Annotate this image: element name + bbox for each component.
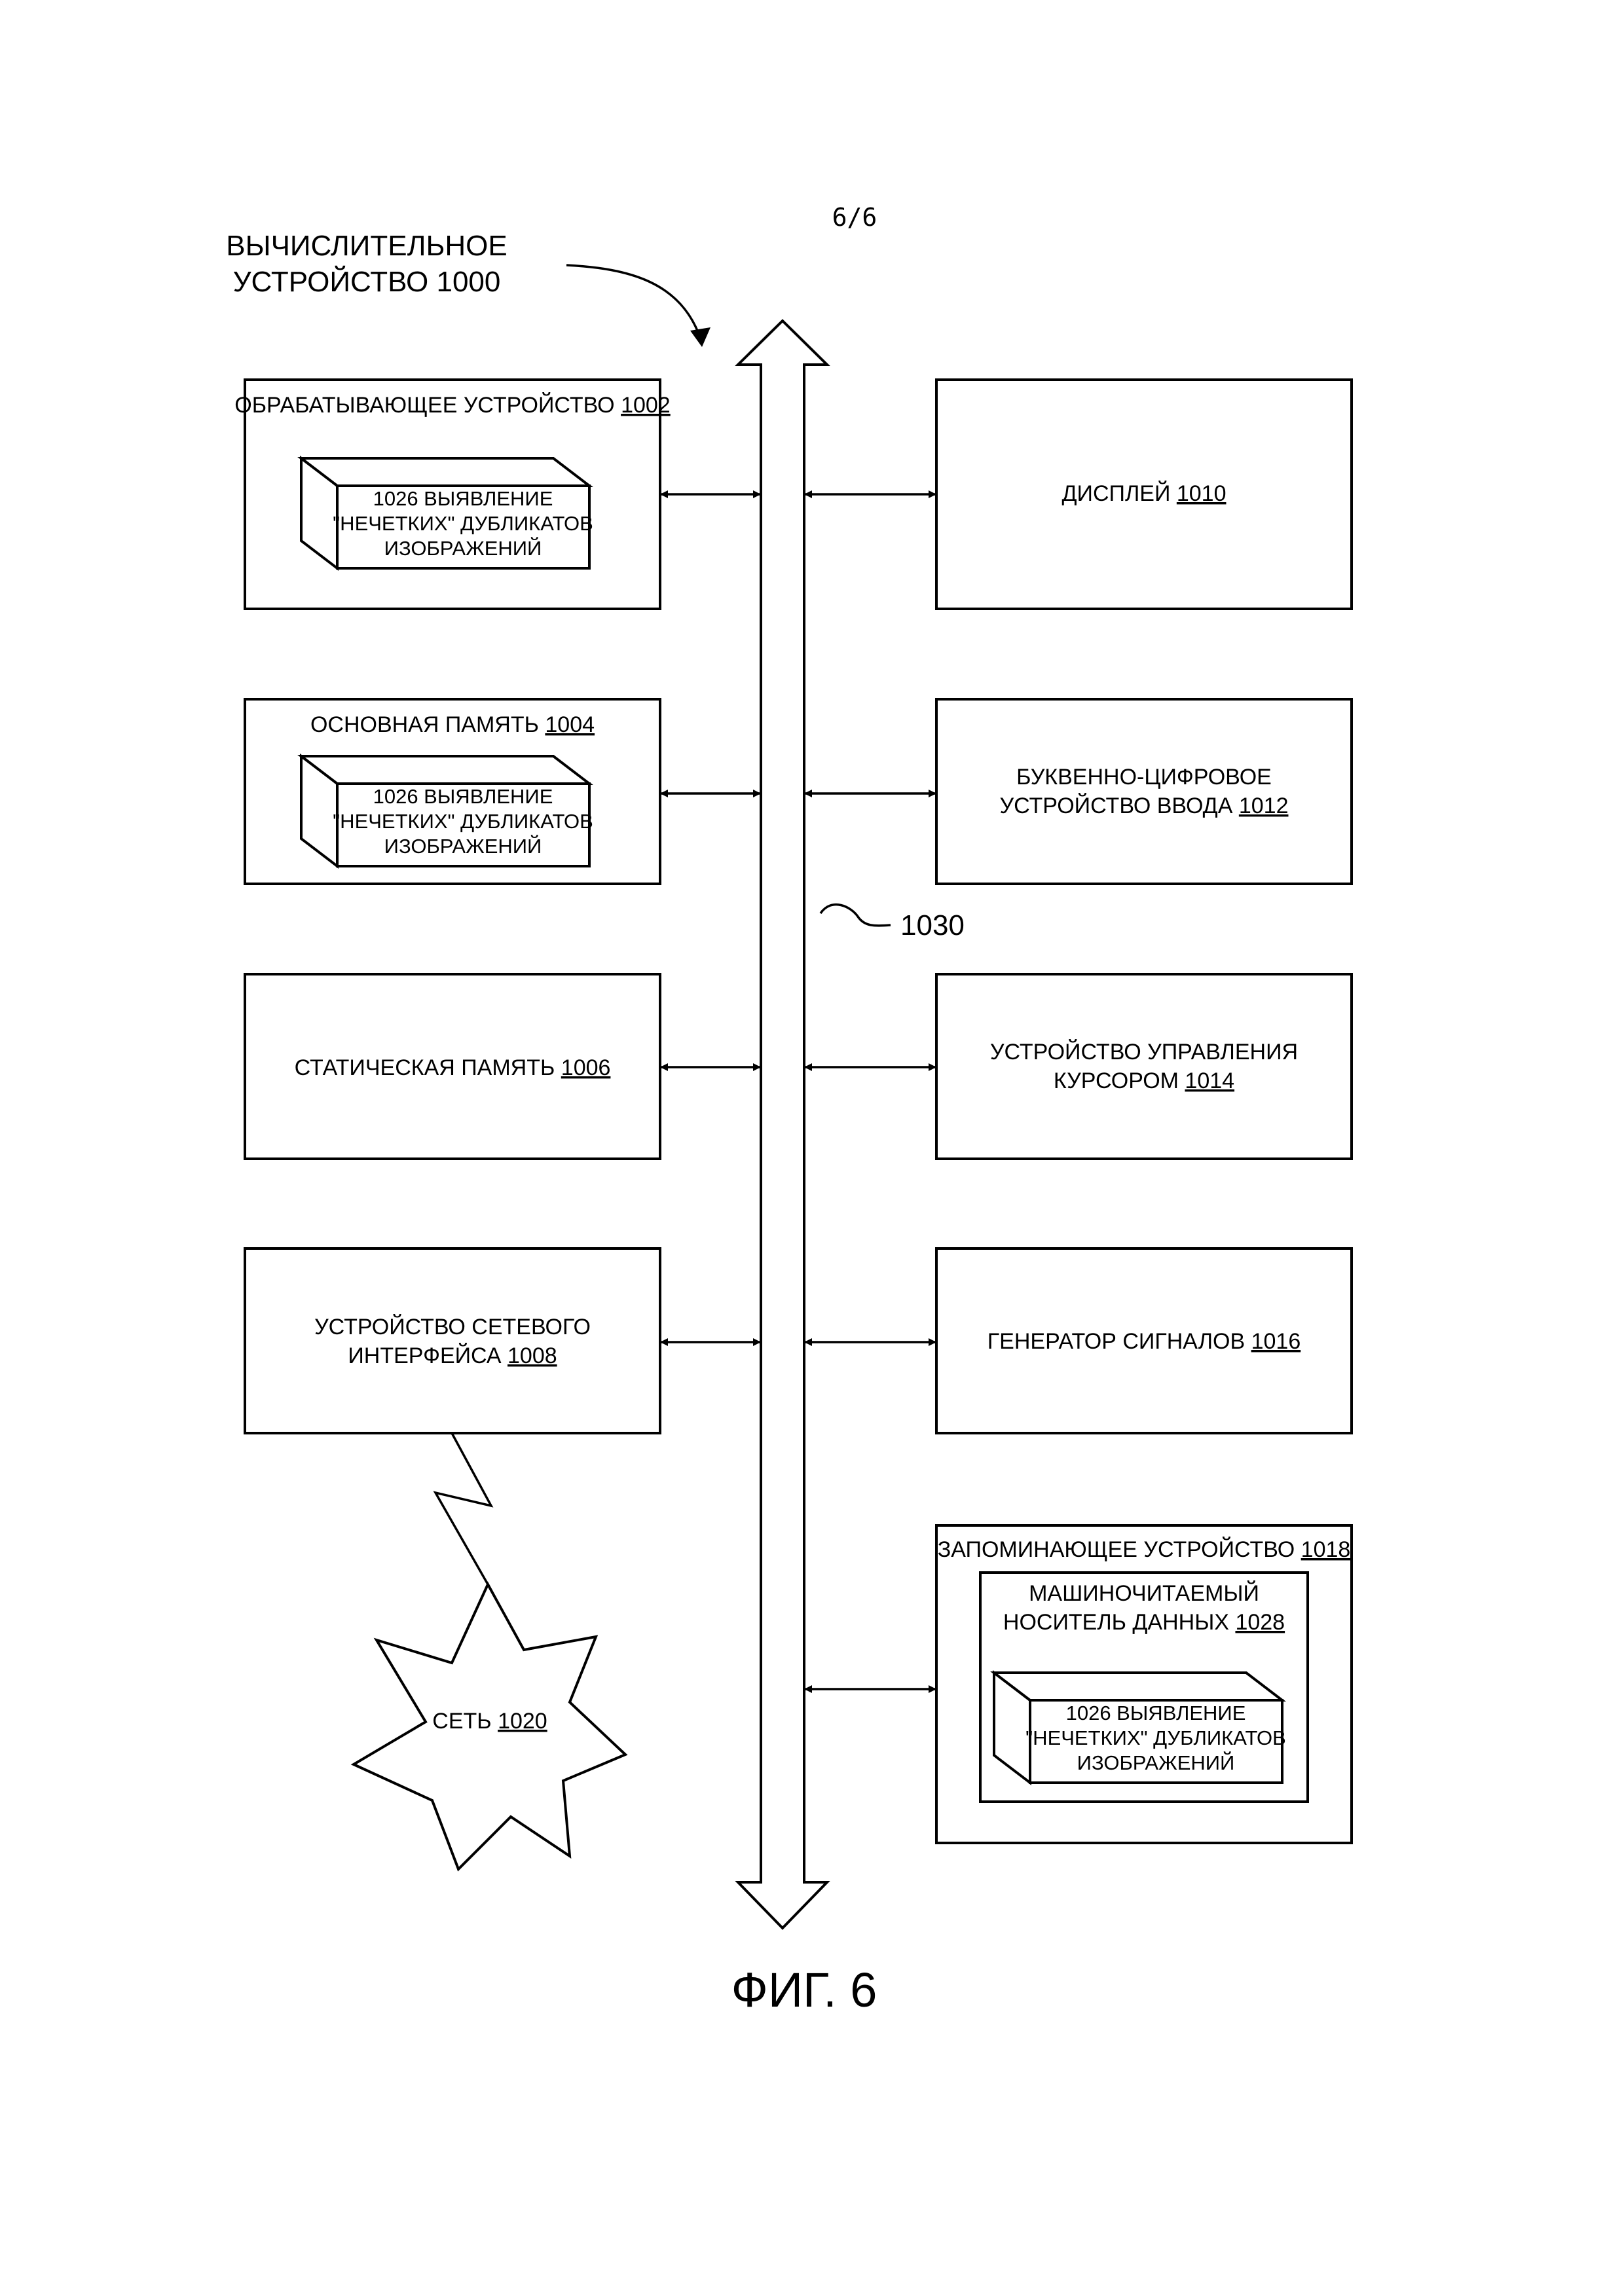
- module-2-line1: 1026 ВЫЯВЛЕНИЕ: [373, 785, 553, 808]
- device-label-line2: УСТРОЙСТВО 1000: [233, 264, 501, 298]
- module-3-line1: 1026 ВЫЯВЛЕНИЕ: [1066, 1702, 1246, 1724]
- storage-device-label: ЗАПОМИНАЮЩЕЕ УСТРОЙСТВО 1018: [938, 1537, 1351, 1562]
- cursor-control-box: [936, 974, 1352, 1159]
- medium-line1: МАШИНОЧИТАЕМЫЙ: [1029, 1581, 1259, 1606]
- module-3d-box-1: 1026 ВЫЯВЛЕНИЕ "НЕЧЕТКИХ" ДУБЛИКАТОВ ИЗО…: [301, 458, 593, 568]
- device-label-line1: ВЫЧИСЛИТЕЛЬНОЕ: [226, 230, 507, 262]
- cursor-line2: КУРСОРОМ 1014: [1054, 1068, 1234, 1093]
- figure-caption: ФИГ. 6: [731, 1963, 877, 2017]
- module-2-line2: "НЕЧЕТКИХ" ДУБЛИКАТОВ: [333, 810, 593, 833]
- network-interface-box: [245, 1248, 660, 1433]
- signal-generator-label: ГЕНЕРАТОР СИГНАЛОВ 1016: [987, 1329, 1301, 1354]
- display-label: ДИСПЛЕЙ 1010: [1062, 481, 1227, 506]
- module-1-line2: "НЕЧЕТКИХ" ДУБЛИКАТОВ: [333, 512, 593, 535]
- alphanumeric-line2: УСТРОЙСТВО ВВОДА 1012: [1000, 793, 1289, 818]
- main-memory-label: ОСНОВНАЯ ПАМЯТЬ 1004: [310, 712, 595, 737]
- page-number: 6/6: [832, 203, 877, 232]
- module-3-line3: ИЗОБРАЖЕНИЙ: [1077, 1751, 1235, 1774]
- network-label: СЕТЬ 1020: [432, 1709, 547, 1734]
- module-3d-box-3: 1026 ВЫЯВЛЕНИЕ "НЕЧЕТКИХ" ДУБЛИКАТОВ ИЗО…: [994, 1673, 1286, 1783]
- module-1-line3: ИЗОБРАЖЕНИЙ: [384, 536, 542, 560]
- device-label-leader: [566, 265, 701, 339]
- lightning-bolt-icon: [435, 1433, 491, 1584]
- module-1-line1: 1026 ВЫЯВЛЕНИЕ: [373, 487, 553, 510]
- network-interface-line1: УСТРОЙСТВО СЕТЕВОГО: [314, 1315, 591, 1339]
- medium-line2: НОСИТЕЛЬ ДАННЫХ 1028: [1003, 1610, 1285, 1635]
- module-3d-box-2: 1026 ВЫЯВЛЕНИЕ "НЕЧЕТКИХ" ДУБЛИКАТОВ ИЗО…: [301, 756, 593, 866]
- module-2-line3: ИЗОБРАЖЕНИЙ: [384, 834, 542, 858]
- device-label-arrowhead: [690, 327, 710, 347]
- module-3-line2: "НЕЧЕТКИХ" ДУБЛИКАТОВ: [1025, 1726, 1286, 1749]
- network-interface-line2: ИНТЕРФЕЙСА 1008: [348, 1343, 557, 1368]
- alphanumeric-input-box: [936, 699, 1352, 884]
- static-memory-label: СТАТИЧЕСКАЯ ПАМЯТЬ 1006: [295, 1055, 611, 1080]
- system-bus: [738, 321, 827, 1928]
- cursor-line1: УСТРОЙСТВО УПРАВЛЕНИЯ: [990, 1040, 1298, 1065]
- bus-ref-leader: [821, 905, 891, 926]
- alphanumeric-line1: БУКВЕННО-ЦИФРОВОЕ: [1016, 765, 1272, 790]
- processor-label: ОБРАБАТЫВАЮЩЕЕ УСТРОЙСТВО 1002: [234, 393, 670, 418]
- bus-ref: 1030: [900, 909, 965, 941]
